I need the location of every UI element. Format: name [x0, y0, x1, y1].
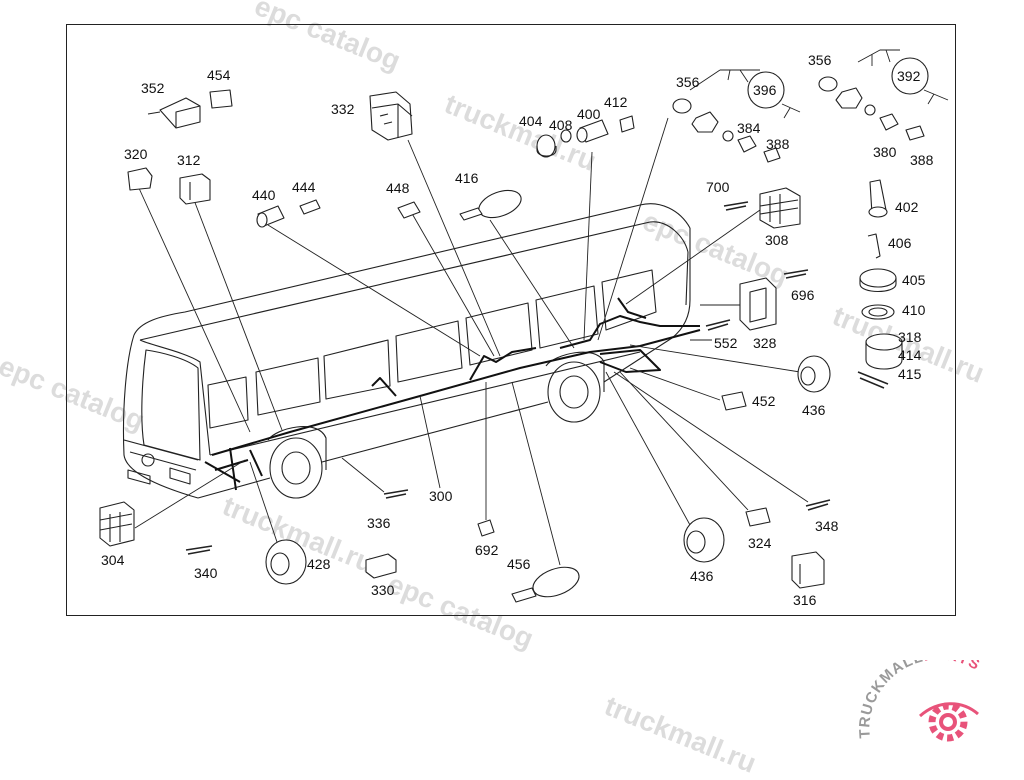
callout-356: 356 — [808, 52, 832, 68]
callout-440: 440 — [252, 187, 276, 203]
callout-456: 456 — [507, 556, 531, 572]
callout-384: 384 — [737, 120, 761, 136]
callout-415: 415 — [898, 366, 922, 382]
callout-318: 318 — [898, 329, 922, 345]
callout-448: 448 — [386, 180, 410, 196]
callout-332: 332 — [331, 101, 355, 117]
callout-692: 692 — [475, 542, 499, 558]
callout-328: 328 — [753, 335, 777, 351]
callout-408: 408 — [549, 117, 573, 133]
wiring-harness — [204, 297, 701, 491]
callout-336: 336 — [367, 515, 391, 531]
diagram-frame — [66, 24, 956, 616]
truckmall-parts-logo: TRUCKMALLPARTS — [858, 660, 982, 742]
callout-392: 392 — [897, 68, 921, 84]
callout-696: 696 — [791, 287, 815, 303]
callout-700: 700 — [706, 179, 730, 195]
callout-405: 405 — [902, 272, 926, 288]
callout-308: 308 — [765, 232, 789, 248]
callout-316: 316 — [793, 592, 817, 608]
callout-300: 300 — [429, 488, 453, 504]
bus-body — [122, 203, 691, 499]
callout-452: 452 — [752, 393, 776, 409]
callout-400: 400 — [577, 106, 601, 122]
callout-380: 380 — [873, 144, 897, 160]
callout-340: 340 — [194, 565, 218, 581]
callout-388: 388 — [910, 152, 934, 168]
callout-402: 402 — [895, 199, 919, 215]
callout-330: 330 — [371, 582, 395, 598]
callout-388: 388 — [766, 136, 790, 152]
callout-352: 352 — [141, 80, 165, 96]
callout-428: 428 — [307, 556, 331, 572]
callout-312: 312 — [177, 152, 201, 168]
callout-410: 410 — [902, 302, 926, 318]
callout-304: 304 — [101, 552, 125, 568]
callout-436: 436 — [690, 568, 714, 584]
callout-454: 454 — [207, 67, 231, 83]
leader-lines — [134, 49, 949, 566]
gear-icon — [919, 702, 979, 742]
parts — [99, 57, 929, 603]
callout-406: 406 — [888, 235, 912, 251]
callout-356: 356 — [676, 74, 700, 90]
callout-412: 412 — [604, 94, 628, 110]
callout-552: 552 — [714, 335, 738, 351]
callout-324: 324 — [748, 535, 772, 551]
callout-444: 444 — [292, 179, 316, 195]
callout-396: 396 — [753, 82, 777, 98]
callout-414: 414 — [898, 347, 922, 363]
callout-320: 320 — [124, 146, 148, 162]
callout-348: 348 — [815, 518, 839, 534]
callout-404: 404 — [519, 113, 543, 129]
wiring-diagram — [99, 49, 949, 603]
callout-436: 436 — [802, 402, 826, 418]
callout-416: 416 — [455, 170, 479, 186]
